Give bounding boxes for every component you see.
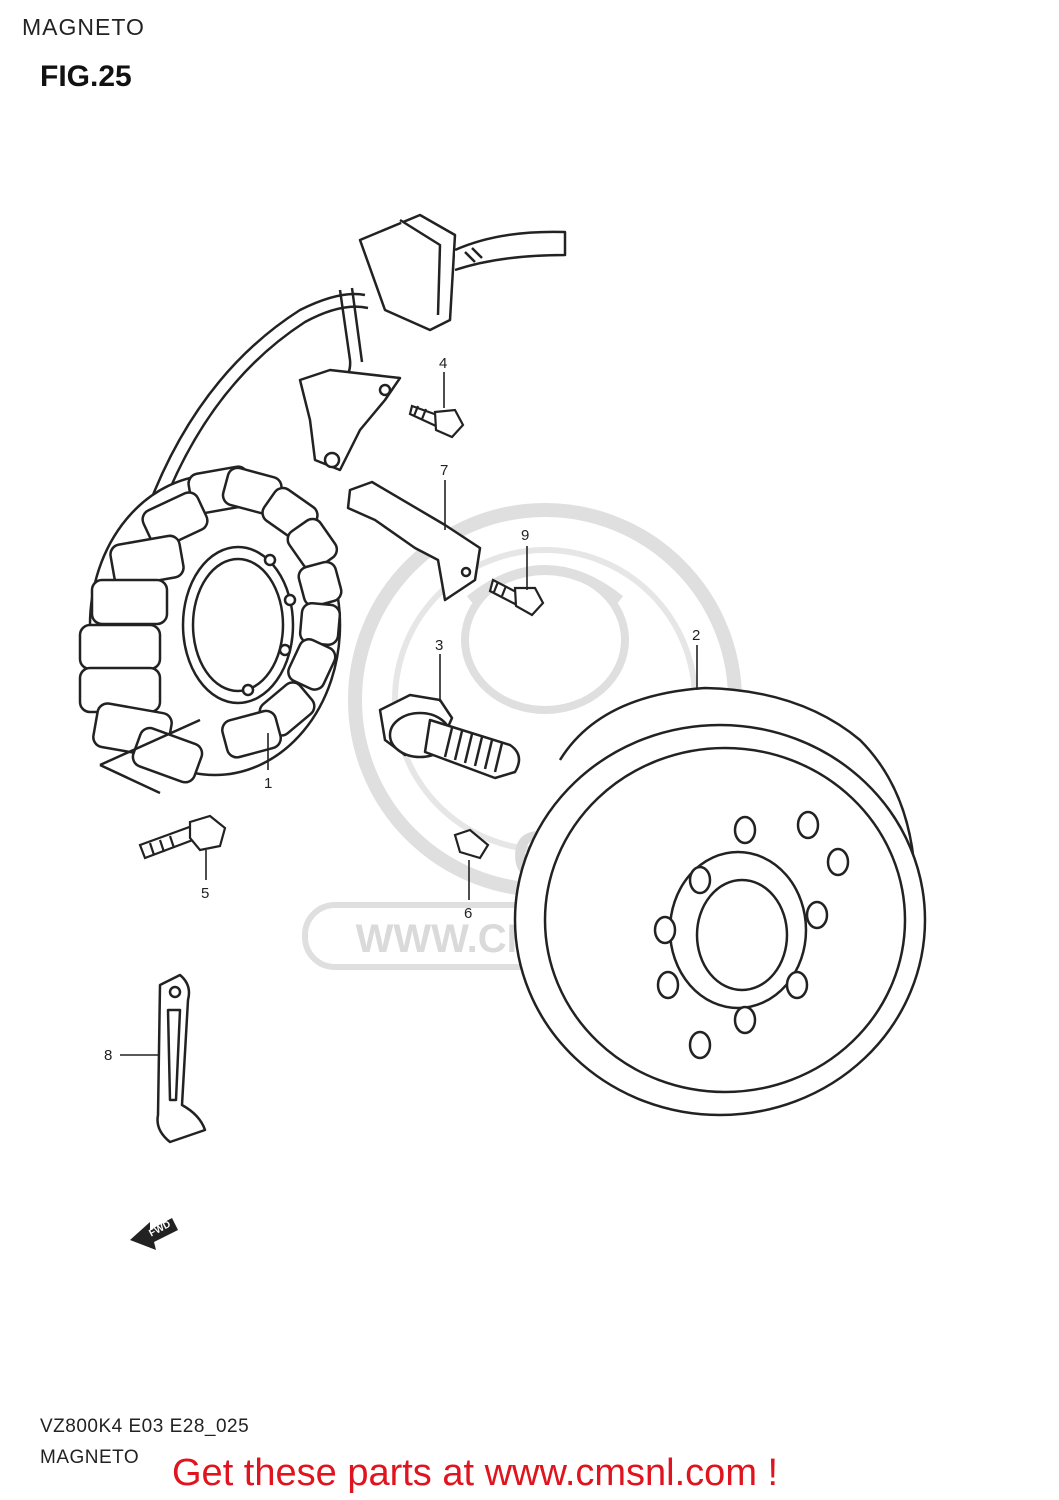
callout-1: 1 (264, 775, 272, 792)
forward-arrow-icon: FWD (130, 1218, 178, 1250)
clamp-strap-icon (156, 973, 207, 1144)
bracket-bolt-icon (488, 578, 545, 617)
leader-lines (120, 372, 698, 1056)
callout-8: 8 (104, 1047, 112, 1064)
callout-6: 6 (464, 905, 472, 922)
stator-coil-icon (78, 213, 567, 795)
figure-number: FIG.25 (40, 60, 132, 93)
woodruff-key-icon (453, 828, 490, 860)
stator-bolt-icon (138, 814, 227, 860)
clamp-bolt-icon (408, 404, 465, 439)
callout-5: 5 (201, 885, 209, 902)
callout-4: 4 (439, 355, 447, 372)
rotor-bolt-icon (378, 693, 521, 780)
parts-link-banner[interactable]: Get these parts at www.cmsnl.com ! (172, 1452, 779, 1494)
bracket-icon (346, 480, 482, 602)
diagram-caption: MAGNETO (40, 1447, 140, 1468)
callout-2: 2 (692, 627, 700, 644)
rotor-flywheel-icon (513, 686, 927, 1117)
callout-7: 7 (440, 462, 448, 479)
callout-9: 9 (521, 527, 529, 544)
section-title: MAGNETO (22, 14, 145, 40)
callout-3: 3 (435, 637, 443, 654)
diagram-code: VZ800K4 E03 E28_025 (40, 1416, 250, 1437)
